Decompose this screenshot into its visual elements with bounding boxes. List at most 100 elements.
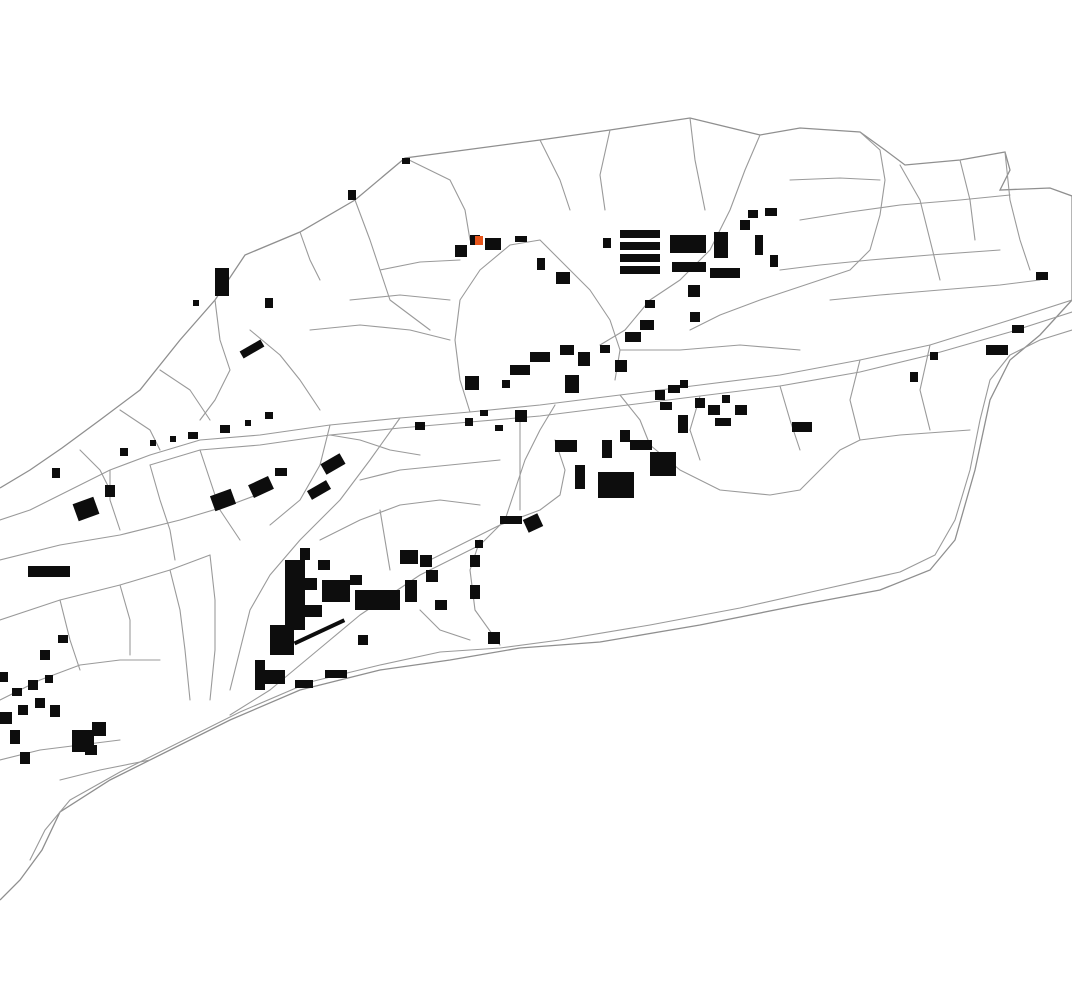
building	[695, 398, 705, 408]
building	[515, 410, 527, 422]
building	[930, 352, 938, 360]
building	[672, 262, 706, 272]
building	[620, 230, 660, 238]
building	[565, 375, 579, 393]
building	[625, 332, 641, 342]
building	[358, 635, 368, 645]
building	[245, 420, 251, 426]
building	[495, 425, 503, 431]
building	[470, 555, 480, 567]
building	[645, 300, 655, 308]
building	[50, 705, 60, 717]
building	[455, 245, 467, 257]
building	[58, 635, 68, 643]
building	[740, 220, 750, 230]
building	[265, 298, 273, 308]
settlement-outline	[0, 117, 1072, 901]
building	[655, 390, 665, 400]
building	[415, 422, 425, 430]
building	[748, 210, 758, 218]
building	[510, 365, 530, 375]
roads	[0, 131, 1072, 861]
building	[735, 405, 747, 415]
building	[470, 585, 480, 599]
building	[420, 555, 432, 567]
buildings	[0, 158, 1048, 764]
building	[690, 312, 700, 322]
building	[630, 440, 652, 450]
building	[265, 412, 273, 419]
building	[620, 430, 630, 442]
building	[92, 722, 106, 736]
building	[480, 410, 488, 416]
building	[600, 345, 610, 353]
building	[615, 360, 627, 372]
building	[306, 480, 332, 500]
building	[485, 238, 501, 250]
building	[502, 380, 510, 388]
building	[325, 670, 347, 678]
building	[678, 415, 688, 433]
building	[265, 670, 285, 684]
building	[322, 580, 350, 602]
building	[770, 255, 778, 267]
building	[465, 376, 479, 390]
building	[12, 688, 22, 696]
building	[515, 236, 527, 242]
building	[45, 675, 53, 683]
building	[620, 242, 660, 250]
building	[18, 705, 28, 715]
building	[603, 238, 611, 248]
building	[620, 254, 660, 262]
building	[602, 440, 612, 458]
building	[105, 485, 115, 497]
building	[20, 752, 30, 764]
building	[150, 440, 156, 446]
building	[668, 385, 680, 393]
building	[402, 158, 410, 164]
building	[522, 513, 544, 533]
building	[708, 405, 720, 415]
building	[575, 465, 585, 489]
building	[40, 650, 50, 660]
building	[620, 266, 660, 274]
building	[500, 516, 522, 524]
building	[688, 285, 700, 297]
building	[215, 268, 229, 296]
building	[209, 488, 237, 512]
building	[318, 560, 330, 570]
building	[10, 730, 20, 744]
building	[714, 232, 728, 258]
building	[405, 580, 417, 602]
building	[792, 422, 812, 432]
highlighted-building	[475, 236, 483, 245]
building	[300, 548, 310, 560]
building	[986, 345, 1008, 355]
building	[52, 468, 60, 478]
building	[28, 680, 38, 690]
building	[170, 436, 176, 442]
parcel-lines	[0, 117, 1041, 781]
building	[400, 550, 418, 564]
building	[560, 345, 574, 355]
building	[355, 590, 400, 610]
building	[270, 625, 294, 655]
building	[305, 578, 317, 590]
building	[465, 418, 473, 426]
building	[670, 235, 706, 253]
building	[555, 440, 577, 452]
building	[1036, 272, 1048, 280]
building	[710, 268, 740, 278]
building	[598, 472, 634, 498]
building	[28, 566, 70, 577]
building	[680, 380, 688, 388]
building	[537, 258, 545, 270]
building	[715, 418, 731, 426]
building	[475, 540, 483, 548]
building	[0, 712, 12, 724]
building	[578, 352, 590, 366]
building	[650, 452, 676, 476]
building	[0, 672, 8, 682]
building	[255, 660, 265, 690]
